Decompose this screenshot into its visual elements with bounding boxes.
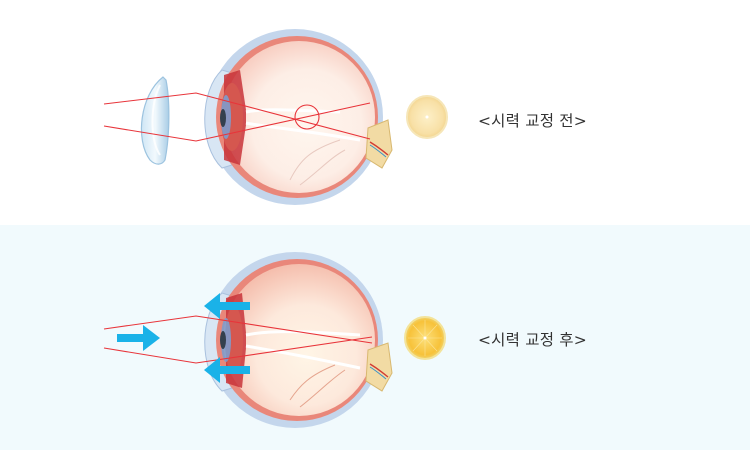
arrow-left-upper-icon — [204, 293, 250, 319]
contact-lens — [140, 76, 170, 165]
eyeball-cross-section — [204, 252, 393, 428]
eyeball-cross-section — [204, 29, 393, 205]
arrow-right-icon — [117, 325, 160, 351]
light-rays — [103, 92, 371, 142]
arrow-left-lower-icon — [204, 357, 250, 383]
lemon-blurred-icon — [406, 95, 448, 139]
label-before-correction: <시력 교정 전> — [478, 112, 587, 130]
label-after-correction: <시력 교정 후> — [478, 331, 587, 349]
eye-diagram-before — [103, 29, 448, 205]
panel-before-correction: <시력 교정 전> — [103, 29, 587, 205]
lemon-sharp-icon — [404, 316, 446, 360]
eye-diagram-after — [103, 252, 446, 428]
panel-after-correction: <시력 교정 후> — [0, 225, 750, 450]
focus-point-circle — [294, 104, 320, 130]
light-rays — [103, 315, 373, 364]
